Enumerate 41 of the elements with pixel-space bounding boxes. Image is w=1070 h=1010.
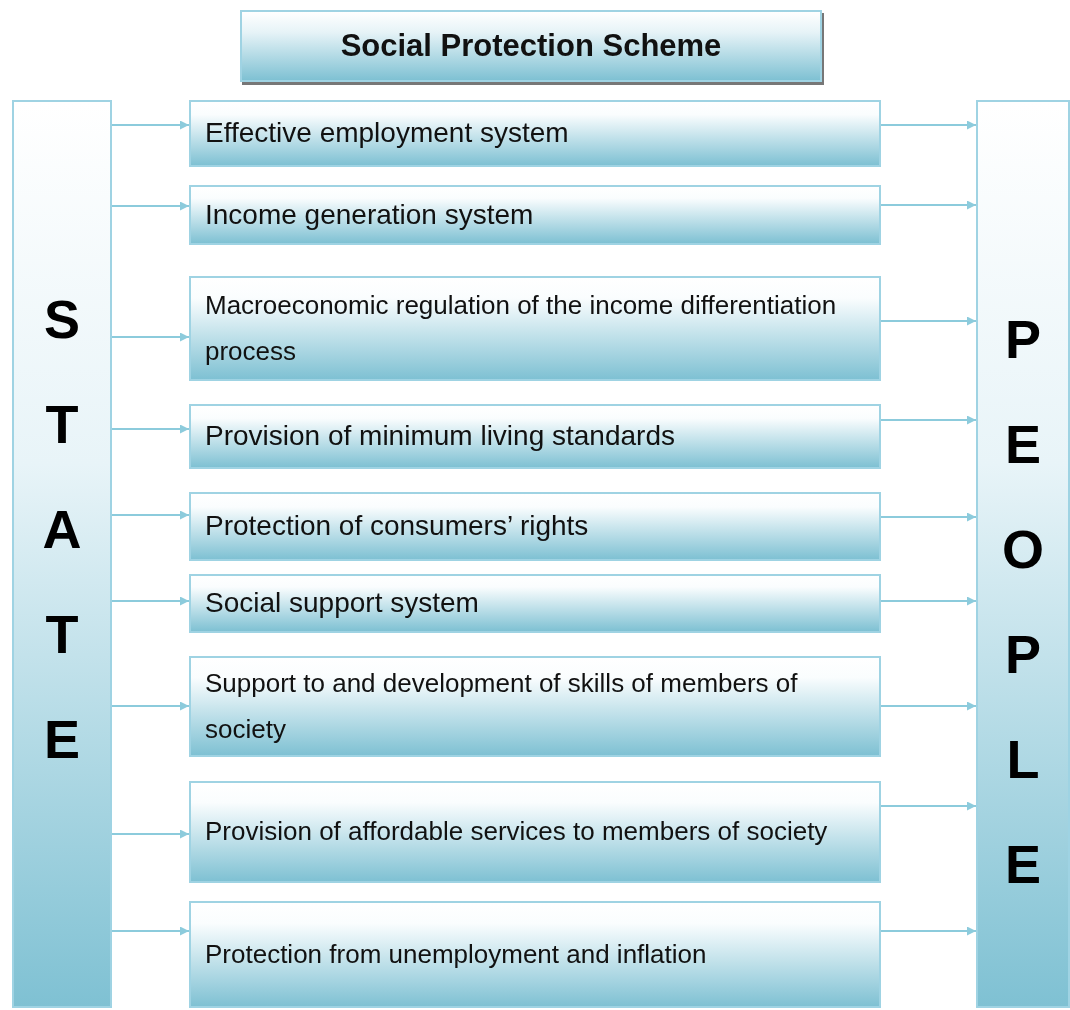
process-box bbox=[189, 901, 881, 1008]
arrow bbox=[880, 316, 977, 326]
arrow bbox=[880, 596, 977, 606]
side-panel bbox=[12, 100, 112, 1008]
arrow bbox=[880, 801, 977, 811]
process-box bbox=[189, 100, 881, 167]
process-box bbox=[189, 781, 881, 883]
arrow bbox=[111, 829, 190, 839]
box-label: Support to and development of skills of members of society bbox=[205, 667, 799, 746]
arrow bbox=[111, 120, 190, 130]
arrow bbox=[880, 926, 977, 936]
box-label: Macroeconomic regulation of the income differentiation process bbox=[205, 289, 838, 368]
title-box: Social Protection Scheme bbox=[240, 10, 822, 82]
box-label: Social support system bbox=[205, 586, 479, 621]
box-label: Income generation system bbox=[205, 197, 534, 232]
process-box bbox=[189, 185, 881, 245]
arrow bbox=[880, 512, 977, 522]
arrow bbox=[880, 701, 977, 711]
box-label: Protection from unemployment and inflation bbox=[205, 937, 707, 971]
process-box bbox=[189, 404, 881, 469]
vertical-label: STATE bbox=[41, 288, 83, 771]
process-box bbox=[189, 574, 881, 633]
arrow bbox=[880, 415, 977, 425]
vertical-label: PEOPLE bbox=[1001, 308, 1045, 896]
side-panel bbox=[976, 100, 1070, 1008]
process-box bbox=[189, 276, 881, 381]
arrow bbox=[880, 200, 977, 210]
process-box bbox=[189, 656, 881, 757]
arrow bbox=[111, 701, 190, 711]
arrow bbox=[111, 424, 190, 434]
arrow bbox=[111, 332, 190, 342]
arrow bbox=[111, 201, 190, 211]
arrow bbox=[111, 926, 190, 936]
box-label: Provision of affordable services to members of society bbox=[205, 815, 828, 849]
process-box bbox=[189, 492, 881, 561]
box-label: Effective employment system bbox=[205, 116, 569, 151]
box-label: Provision of minimum living standards bbox=[205, 419, 675, 454]
arrow bbox=[880, 120, 977, 130]
arrow bbox=[111, 510, 190, 520]
box-label: Protection of consumers’ rights bbox=[205, 509, 589, 544]
arrow bbox=[111, 596, 190, 606]
